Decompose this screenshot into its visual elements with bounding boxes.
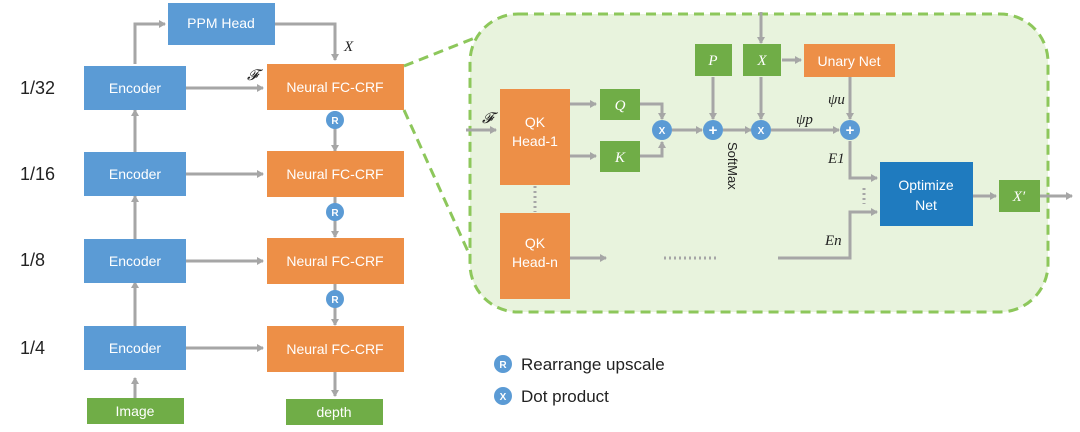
svg-text:+: + (709, 122, 718, 139)
q-label: Q (615, 98, 626, 114)
dot-product-circle-1: X (652, 120, 672, 140)
p-label: P (707, 53, 717, 69)
qk-head-n-label-line1: QK (525, 235, 546, 251)
crf-box-1-16 (267, 151, 404, 197)
unary-net-box (804, 44, 895, 77)
depth-box (286, 399, 383, 425)
unary-net-label: Unary Net (817, 53, 880, 69)
optimize-net-label-line1: Optimize (898, 177, 953, 193)
e1-label: E1 (827, 151, 845, 167)
zoom-line-top (403, 22, 511, 68)
f-input-label: 𝓕 (247, 68, 264, 84)
crf-box-1-32 (267, 64, 404, 110)
encoder-box-1-16 (84, 152, 186, 196)
svg-text:X: X (500, 392, 507, 403)
zoom-line-bottom (402, 109, 482, 279)
scale-label-1-8: 1/8 (20, 250, 45, 270)
encoder-label-1-4: Encoder (109, 340, 161, 356)
svg-text:R: R (499, 360, 507, 371)
svg-text:R: R (331, 208, 339, 219)
plus-circle-2: + (840, 120, 860, 140)
dot-product-circle-2: X (751, 120, 771, 140)
encoder-label-1-8: Encoder (109, 253, 161, 269)
depth-label: depth (316, 404, 351, 420)
scale-label-1-32: 1/32 (20, 78, 55, 98)
p-box (695, 44, 732, 76)
rearrange-circle-1: R (326, 111, 344, 129)
rearrange-circle-2: R (326, 203, 344, 221)
scale-label-1-4: 1/4 (20, 338, 45, 358)
x-prime-label: X′ (1012, 189, 1026, 205)
k-label: K (614, 150, 626, 166)
svg-text:X: X (758, 126, 765, 137)
svg-text:R: R (331, 295, 339, 306)
encoder-box-1-32 (84, 66, 186, 110)
legend-dot-product-label: Dot product (521, 387, 609, 406)
crf-box-1-4 (267, 326, 404, 372)
encoder-label-1-32: Encoder (109, 80, 161, 96)
crf-label-1-32: Neural FC-CRF (286, 79, 383, 95)
scale-label-1-16: 1/16 (20, 164, 55, 184)
ppm-head-label: PPM Head (187, 15, 255, 31)
image-box (87, 398, 184, 424)
en-label: En (824, 233, 842, 249)
optimize-net-box (880, 162, 973, 226)
crf-box-1-8 (267, 238, 404, 284)
encoder-box-1-4 (84, 326, 186, 370)
k-box (600, 141, 640, 172)
svg-text:R: R (331, 116, 339, 127)
x-box (743, 44, 781, 76)
plus-circle-1: + (703, 120, 723, 140)
x-prime-box (999, 180, 1040, 212)
q-box (600, 89, 640, 120)
encoder-label-1-16: Encoder (109, 166, 161, 182)
encoder-box-1-8 (84, 239, 186, 283)
qk-head-n-box (500, 213, 570, 299)
qk-head-1-box (500, 89, 570, 185)
detail-panel (468, 12, 1050, 314)
qk-head-1-label-line2: Head-1 (512, 133, 558, 149)
softmax-label: SoftMax (725, 142, 740, 190)
image-label: Image (116, 403, 155, 419)
rearrange-circle-3: R (326, 290, 344, 308)
legend-rearrange: R Rearrange upscale (494, 355, 665, 374)
legend-rearrange-label: Rearrange upscale (521, 355, 665, 374)
svg-text:+: + (846, 122, 855, 139)
crf-label-1-4: Neural FC-CRF (286, 341, 383, 357)
crf-label-1-8: Neural FC-CRF (286, 253, 383, 269)
ppm-head-box (168, 3, 275, 45)
x-label: X (756, 53, 767, 69)
psi-u-label: ψu (828, 92, 845, 108)
legend-dot-product: X Dot product (494, 387, 609, 406)
crf-label-1-16: Neural FC-CRF (286, 166, 383, 182)
optimize-net-label-line2: Net (915, 197, 937, 213)
qk-head-1-label-line1: QK (525, 114, 546, 130)
svg-text:X: X (659, 126, 666, 137)
detail-arrows (466, 12, 1073, 262)
qk-head-n-label-line2: Head-n (512, 254, 558, 270)
psi-p-label: ψp (796, 112, 813, 128)
x-input-label: X (343, 39, 354, 55)
